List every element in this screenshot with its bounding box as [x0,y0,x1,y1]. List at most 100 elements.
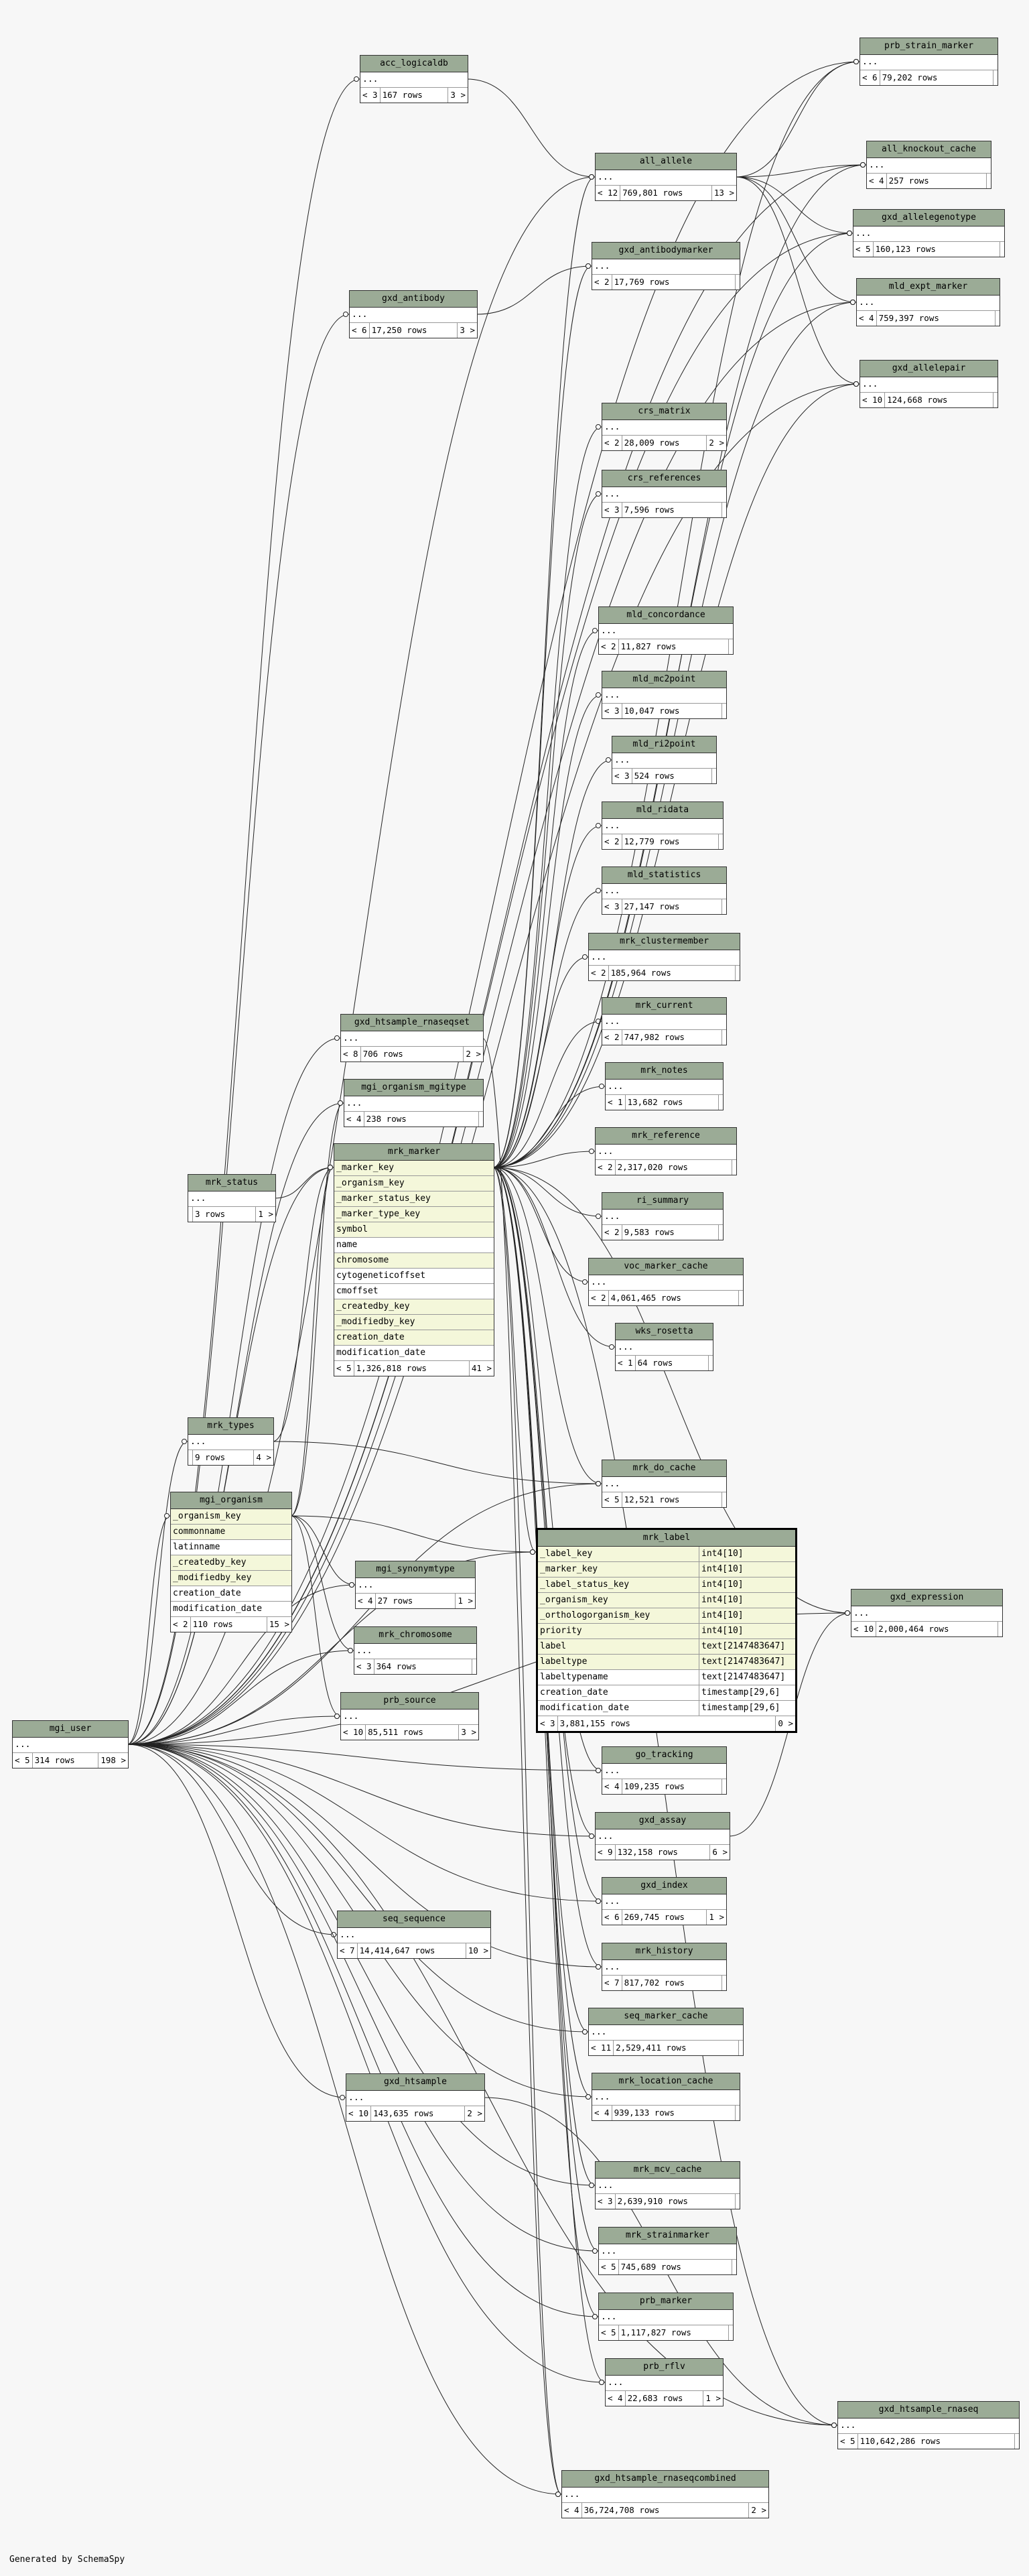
parent-count[interactable] [188,1207,193,1222]
parent-count[interactable]: < 2 [592,275,612,289]
parent-count[interactable]: < 4 [867,174,887,188]
parent-count[interactable]: < 1 [616,1356,636,1370]
child-count[interactable] [736,2106,740,2120]
child-count[interactable] [719,1095,723,1110]
child-count[interactable]: 41 > [471,1363,492,1373]
parent-count[interactable]: < 3 [596,2194,616,2209]
child-count[interactable]: 1 > [705,2393,721,2403]
child-count[interactable]: 13 > [713,188,734,198]
child-count[interactable] [479,1112,483,1126]
parent-count[interactable]: < 6 [350,323,370,338]
child-count[interactable]: 1 > [258,1209,273,1219]
parent-count[interactable]: < 4 [606,2391,626,2406]
child-count[interactable] [1015,2434,1019,2449]
parent-count[interactable]: < 5 [853,242,874,257]
parent-count[interactable]: < 2 [589,1291,609,1305]
parent-count[interactable]: < 6 [602,1910,622,1925]
parent-count[interactable]: < 3 [354,1659,374,1674]
parent-count[interactable]: < 2 [602,834,622,849]
parent-count[interactable]: < 2 [599,639,619,654]
child-count[interactable] [739,2041,743,2055]
parent-count[interactable]: < 5 [838,2434,858,2449]
child-count[interactable] [722,1030,726,1045]
parent-count[interactable]: < 4 [602,1779,622,1794]
parent-count[interactable]: < 7 [602,1976,622,1990]
parent-count[interactable]: < 4 [356,1594,376,1608]
child-count[interactable] [736,275,740,289]
parent-count[interactable]: < 5 [13,1753,33,1768]
parent-count[interactable]: < 4 [344,1112,364,1126]
parent-count[interactable]: < 2 [602,1030,622,1045]
child-count[interactable] [729,2325,733,2340]
child-count[interactable]: 2 > [709,438,724,448]
child-count[interactable] [996,311,1000,326]
child-count[interactable] [722,704,726,718]
parent-count[interactable]: < 10 [860,393,886,407]
parent-count[interactable]: < 2 [602,1225,622,1240]
child-count[interactable] [722,503,726,517]
child-count[interactable] [719,834,723,849]
parent-count[interactable]: < 3 [538,1716,558,1731]
child-count[interactable]: 15 > [269,1619,289,1629]
parent-count[interactable]: < 5 [334,1361,354,1376]
parent-count[interactable]: < 7 [338,1943,358,1958]
parent-count[interactable]: < 5 [602,1492,622,1507]
child-count[interactable]: 0 > [778,1718,793,1728]
child-count[interactable] [722,1976,726,1990]
child-count[interactable]: 3 > [461,1727,476,1737]
child-count[interactable]: 198 > [100,1755,126,1765]
child-count[interactable] [722,1779,726,1794]
parent-count[interactable]: < 12 [596,186,621,200]
parent-count[interactable]: < 3 [602,899,622,914]
parent-count[interactable]: < 2 [589,966,609,980]
child-count[interactable] [712,769,716,783]
parent-count[interactable]: < 9 [596,1845,616,1860]
child-count[interactable]: 4 > [256,1452,271,1462]
child-count[interactable]: 6 > [712,1847,728,1857]
parent-count[interactable]: < 10 [851,1622,877,1636]
parent-count[interactable]: < 3 [612,769,632,783]
child-count[interactable] [736,2194,740,2209]
child-count[interactable] [719,1225,723,1240]
parent-count[interactable]: < 3 [360,88,381,103]
child-count[interactable] [739,1291,743,1305]
parent-count[interactable]: < 10 [341,1725,366,1740]
